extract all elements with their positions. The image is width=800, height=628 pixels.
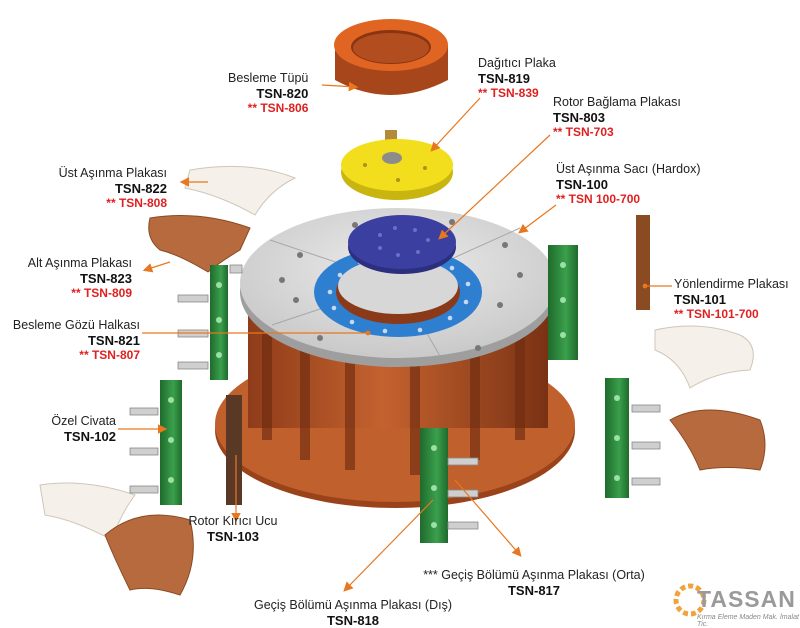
rotor-body	[215, 208, 575, 508]
leader-arrows	[118, 81, 672, 592]
label-gecis-dis: Geçiş Bölümü Aşınma Plakası (Dış)TSN-818	[254, 598, 452, 628]
besleme-tupu-part	[334, 19, 448, 95]
bolts	[129, 264, 661, 530]
yonlendirme-white-part	[654, 325, 766, 471]
logo-wordmark: TASSAN	[697, 586, 796, 612]
green-bars	[160, 215, 650, 543]
dagitici-plaka-part	[341, 130, 453, 200]
tassan-logo-gear	[673, 583, 707, 617]
label-gecis-orta: *** Geçiş Bölümü Aşınma Plakası (Orta)TS…	[423, 568, 645, 598]
bottom-left-plates	[39, 482, 194, 596]
ust-asinma-plakasi-part	[184, 165, 297, 216]
logo-tagline: Kırma Eleme Maden Mak. İmalat Tic.	[697, 614, 799, 628]
label-ust-asinma-saci: Üst Aşınma Sacı (Hardox)TSN-100** TSN 10…	[556, 162, 701, 206]
